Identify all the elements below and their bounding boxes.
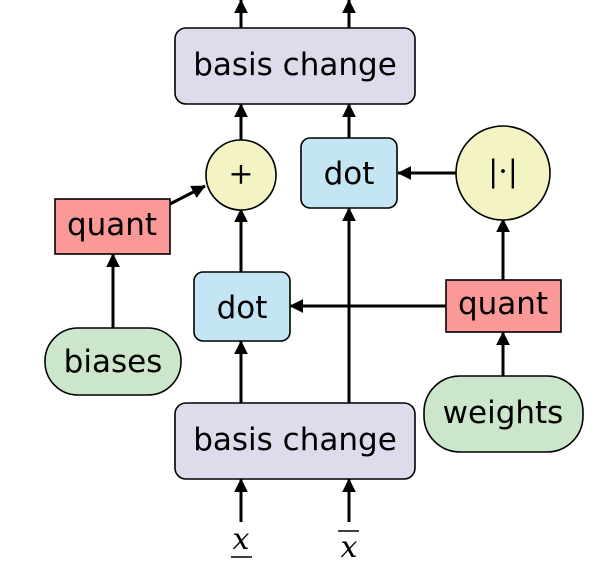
basis-change-top-label: basis change (193, 47, 397, 83)
node-plus: + (205, 139, 277, 211)
quant-left-box (54, 198, 171, 255)
dot-top-label: dot (324, 156, 375, 192)
dot-top-box (300, 137, 398, 209)
node-dot-top: dot (300, 137, 398, 209)
basis-change-bottom-box (174, 402, 416, 480)
x-under-label: x (233, 522, 250, 557)
quant-left-label: quant (67, 207, 157, 243)
input-x-under: x (231, 522, 252, 558)
dot-mid-label: dot (217, 290, 268, 326)
basis-change-top-box (174, 27, 416, 105)
dot-mid-box (193, 271, 291, 342)
edges (106, 0, 510, 522)
biases-label: biases (64, 344, 163, 380)
node-quant-left: quant (54, 198, 171, 255)
plus-circle (205, 139, 277, 211)
input-x-over: x (338, 530, 359, 565)
plus-label: + (228, 157, 253, 192)
weights-label: weights (443, 395, 564, 431)
basis-change-bottom-label: basis change (193, 422, 397, 458)
node-biases: biases (44, 327, 182, 396)
quant-right-box (445, 279, 562, 333)
node-basis-change-top: basis change (174, 27, 416, 105)
node-basis-change-bottom: basis change (174, 402, 416, 480)
x-over-label: x (341, 530, 358, 565)
node-dot-mid: dot (193, 271, 291, 342)
quant-right-label: quant (458, 286, 548, 322)
node-abs: |·| (455, 125, 551, 221)
abs-label: |·| (488, 155, 518, 190)
weights-box (423, 375, 584, 453)
biases-box (44, 327, 182, 396)
node-quant-right: quant (445, 279, 562, 333)
edge-quant-left-to-plus (169, 184, 206, 206)
node-weights: weights (423, 375, 584, 453)
abs-circle (455, 125, 551, 221)
